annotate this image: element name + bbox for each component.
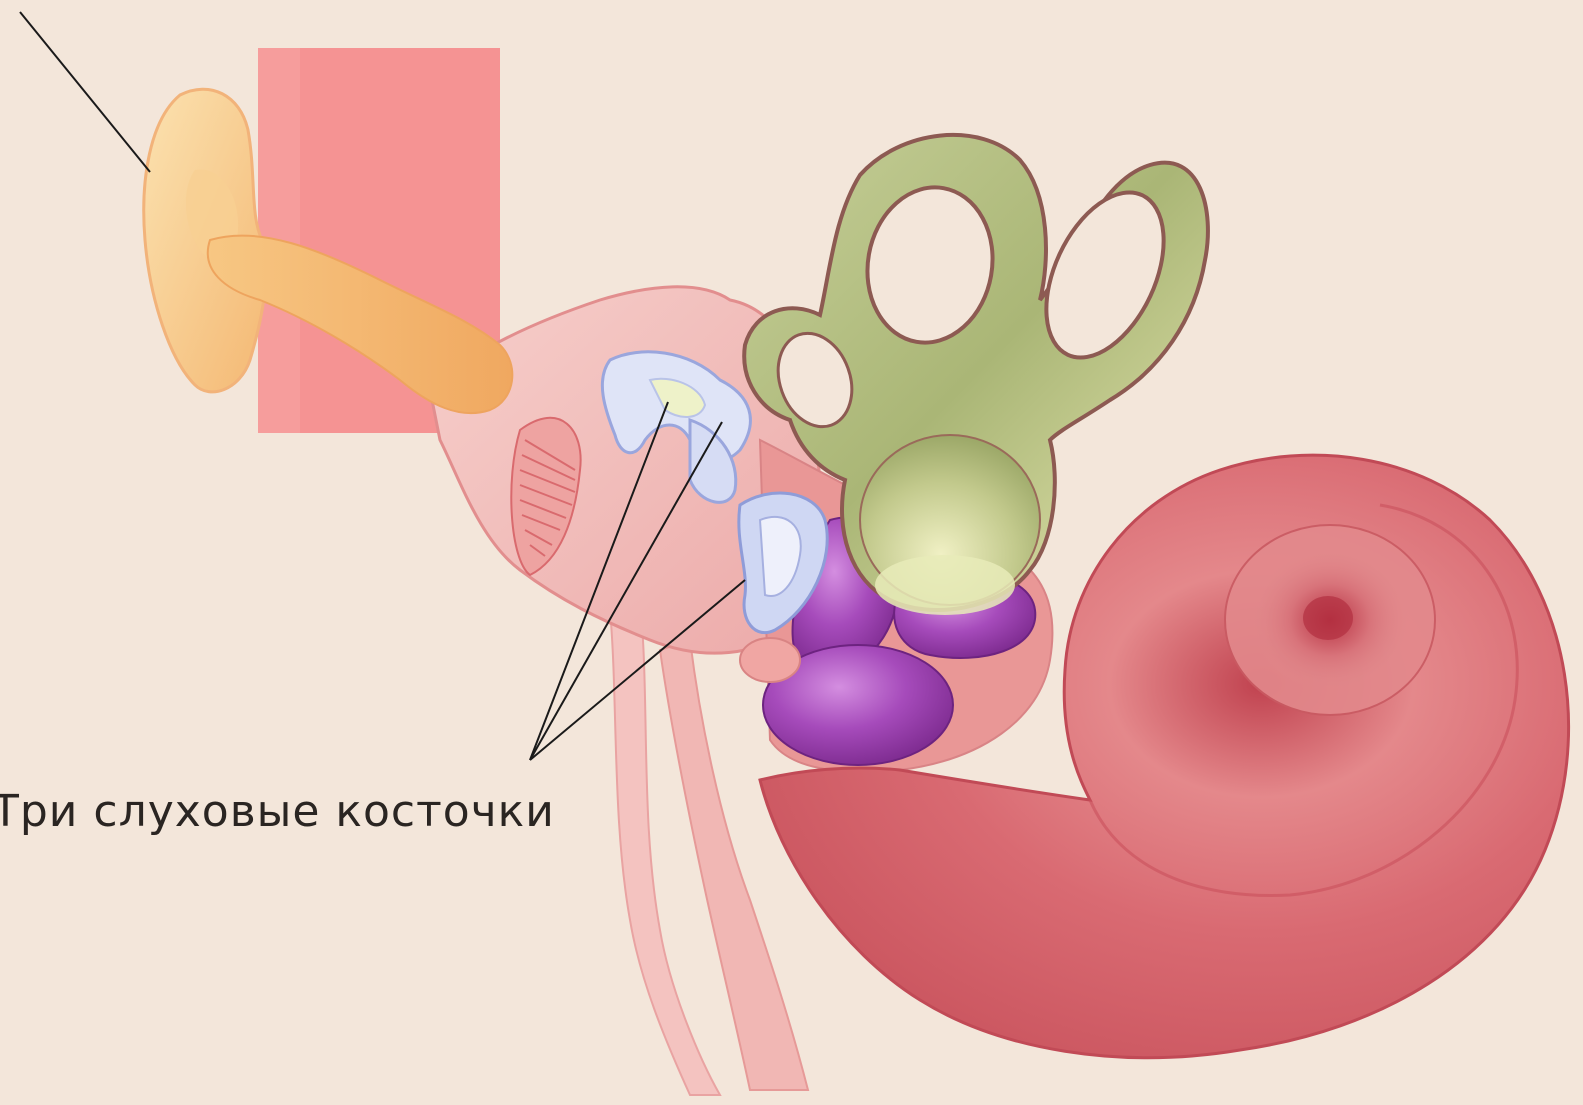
ossicles-label: Три слуховые косточки (0, 786, 555, 837)
leader-line-auricle (20, 12, 150, 172)
